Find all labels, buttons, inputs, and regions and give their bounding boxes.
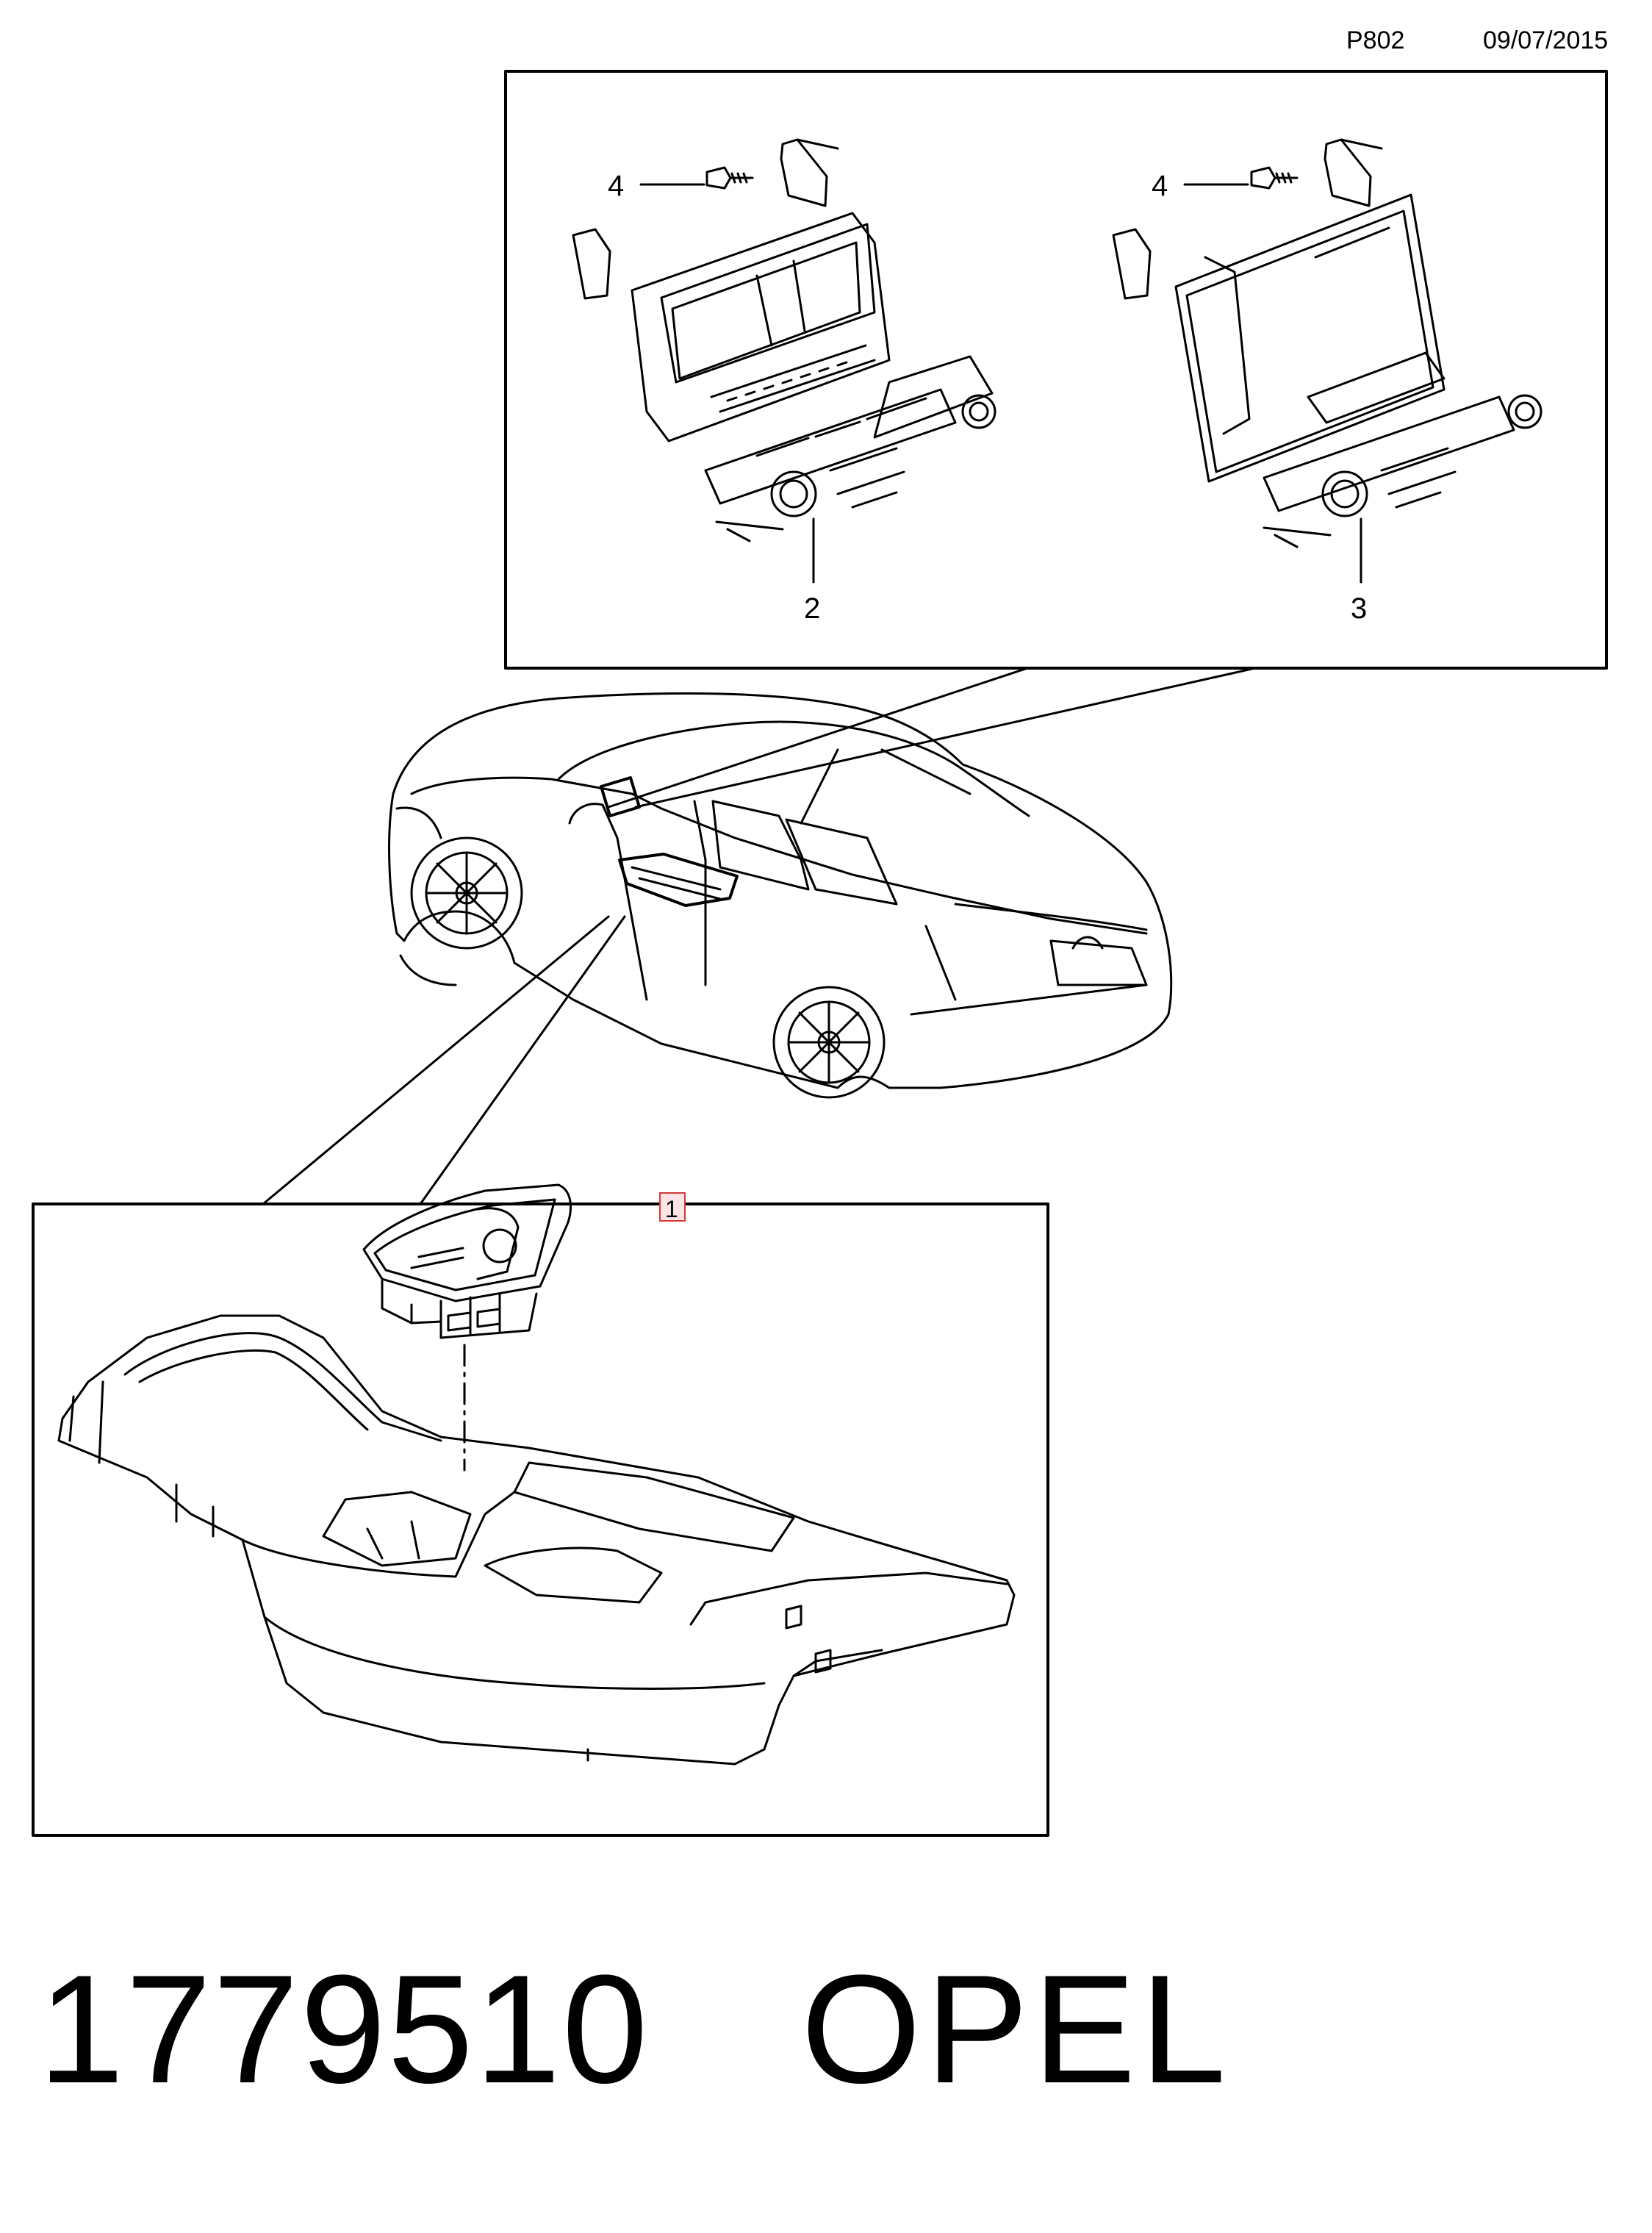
callout-label-4-left: 4 (608, 170, 624, 202)
brand-name: OPEL (801, 1943, 1231, 2115)
center-console-icon (57, 1314, 1016, 1766)
diagram-date: 09/07/2015 (1483, 26, 1609, 54)
callout-label-3: 3 (1351, 592, 1367, 625)
diagram-code: P802 (1346, 26, 1405, 54)
console-switch-icon (362, 1183, 572, 1339)
radio-unit-small-icon (572, 138, 996, 542)
callout-label-4-right: 4 (1152, 170, 1168, 202)
top-detail-frame (504, 70, 1608, 670)
screw-right-icon (1183, 166, 1299, 190)
callout-label-1: 1 (665, 1196, 678, 1222)
callout-1-highlight (659, 1192, 686, 1222)
screw-left-icon (639, 166, 754, 190)
bottom-detail-frame (32, 1202, 1049, 1837)
part-number: 1779510 (38, 1943, 650, 2115)
frame-leader-lines (262, 667, 1257, 1205)
callout-label-2: 2 (804, 592, 820, 625)
radio-unit-large-icon (1112, 138, 1543, 548)
car-icon (388, 692, 1173, 1099)
